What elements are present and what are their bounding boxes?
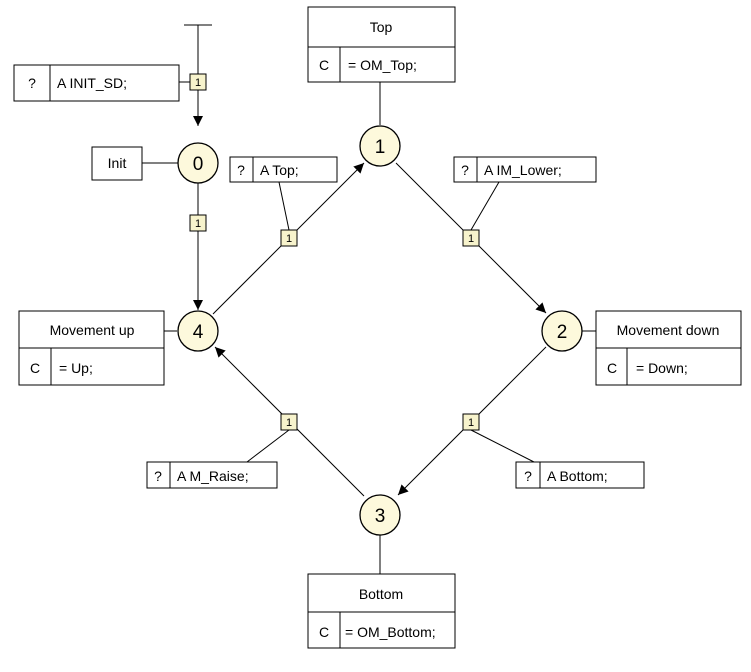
step-2-circle[interactable] [541, 310, 583, 352]
transition-3[interactable]: 1 [462, 229, 480, 247]
step-1-circle[interactable] [359, 125, 401, 167]
step-4-action-block: Movement up C = Up; [18, 310, 165, 386]
transition-5-label: 1 [286, 417, 292, 429]
step-0-name: Init [108, 155, 127, 171]
step-1-name: Top [370, 19, 393, 35]
step-1[interactable]: 1 [359, 125, 401, 167]
transition-3-label: 1 [468, 233, 474, 245]
step-0-circle[interactable] [177, 142, 219, 184]
step-2-action-block: Movement down C = Down; [595, 310, 742, 386]
step-3-action-block: Bottom C = OM_Bottom; [307, 573, 456, 649]
step-1-action: = OM_Top; [348, 57, 417, 73]
step-0-number: 0 [193, 154, 204, 175]
step-2-number: 2 [557, 322, 568, 343]
transition-1[interactable]: 1 [189, 214, 207, 232]
step-2[interactable]: 2 [541, 310, 583, 352]
transition-0-condition: A INIT_SD; [57, 75, 127, 91]
step-2-action-qualifier: C [607, 360, 617, 376]
transition-3-condition-box: ? A IM_Lower; [453, 156, 597, 183]
transition-2[interactable]: 1 [280, 229, 298, 247]
step-4-name: Movement up [50, 322, 135, 338]
transition-2-condition-box: ? A Top; [229, 156, 338, 183]
step-0[interactable]: 0 [177, 142, 219, 184]
transition-5-condition-box: ? A M_Raise; [146, 461, 278, 489]
step-1-number: 1 [375, 137, 386, 158]
transition-0-condition-box: ? A INIT_SD; [13, 64, 180, 102]
transition-5[interactable]: 1 [280, 413, 298, 431]
transition-5-condition-qualifier: ? [154, 468, 162, 484]
step-4-circle[interactable] [177, 310, 219, 352]
step-3-circle[interactable] [359, 494, 401, 536]
transition-4-condition: A Bottom; [547, 468, 608, 484]
transition-4-condition-box: ? A Bottom; [515, 461, 645, 489]
transition-2-label: 1 [286, 233, 292, 245]
step-3-number: 3 [375, 506, 386, 527]
step-3-action-qualifier: C [319, 624, 329, 640]
step-1-action-qualifier: C [319, 57, 329, 73]
step-4-number: 4 [193, 322, 204, 343]
transition-3-condition: A IM_Lower; [484, 162, 562, 178]
transition-5-condition: A M_Raise; [177, 468, 249, 484]
transition-0[interactable]: 1 [189, 73, 207, 91]
step-0-name-box: Init [91, 146, 143, 181]
transition-4[interactable]: 1 [462, 413, 480, 431]
connections [142, 24, 596, 574]
step-2-action: = Down; [636, 360, 688, 376]
transition-2-condition: A Top; [260, 162, 299, 178]
step-3-action: = OM_Bottom; [345, 624, 436, 640]
step-3-name: Bottom [359, 586, 403, 602]
transition-3-condition-qualifier: ? [461, 162, 469, 178]
transition-0-condition-qualifier: ? [28, 75, 36, 91]
transition-2-condition-qualifier: ? [237, 162, 245, 178]
step-2-name: Movement down [617, 322, 720, 338]
step-4[interactable]: 4 [177, 310, 219, 352]
step-3[interactable]: 3 [359, 494, 401, 536]
step-4-action-qualifier: C [30, 360, 40, 376]
step-4-action: = Up; [59, 360, 93, 376]
transition-1-label: 1 [195, 218, 201, 230]
transition-4-label: 1 [468, 417, 474, 429]
transition-4-condition-qualifier: ? [524, 468, 532, 484]
transition-0-label: 1 [195, 77, 201, 89]
step-1-action-block: Top C = OM_Top; [307, 6, 456, 83]
